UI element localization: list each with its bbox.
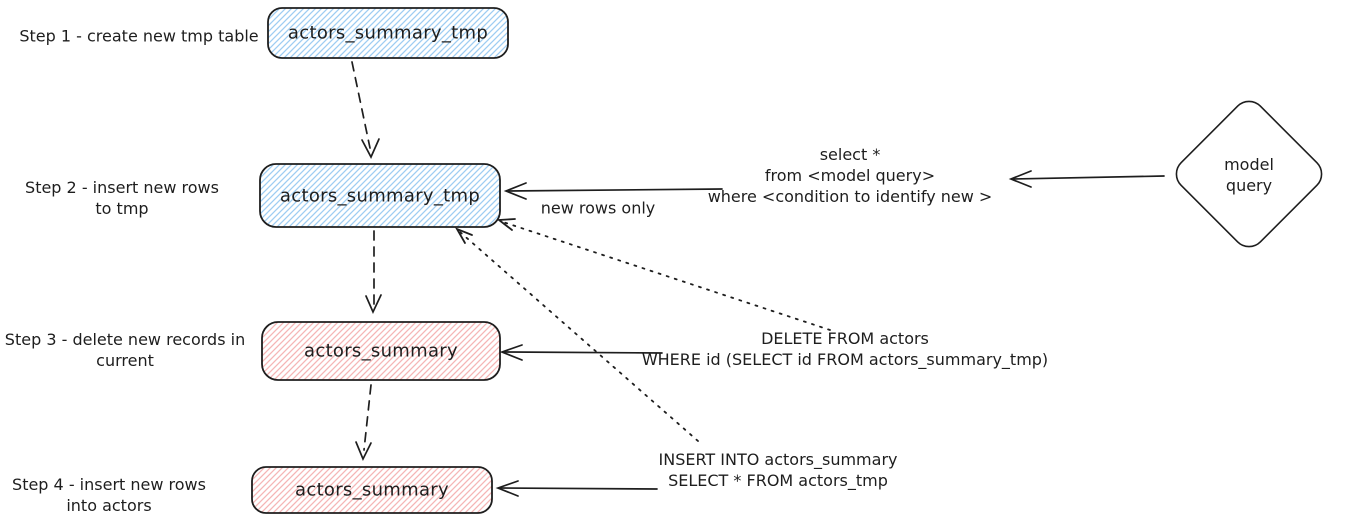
step2-box-label: actors_summary_tmp — [279, 185, 481, 207]
delete-sql-text: DELETE FROM actors WHERE id (SELECT id F… — [641, 329, 1049, 369]
step3-box — [261, 321, 501, 381]
arrow-step1-to-step2 — [351, 61, 380, 159]
insert-sql-text: INSERT INTO actors_summary SELECT * FROM… — [658, 450, 898, 490]
model-query-label: model query — [1224, 155, 1274, 195]
step4-box-label: actors_summary — [295, 479, 449, 501]
step3-box-label: actors_summary — [304, 340, 458, 362]
model-query-diamond — [1175, 100, 1323, 248]
arrow-model-query-to-select — [1008, 170, 1165, 188]
arrow-step2-to-step3 — [365, 230, 382, 315]
dotted-arrow-insert-sql-to-tmp — [454, 227, 699, 442]
new-rows-only-label: new rows only — [540, 198, 656, 218]
step4-box — [251, 466, 493, 514]
step1-box — [267, 7, 509, 59]
arrow-step3-to-step4 — [355, 384, 372, 462]
step2-box — [259, 163, 501, 228]
step2-label: Step 2 - insert new rows to tmp — [25, 178, 219, 218]
dotted-arrow-delete-sql-to-tmp — [496, 218, 831, 331]
step1-box-label: actors_summary_tmp — [287, 22, 489, 44]
select-query-text: select * from <model query> where <condi… — [707, 144, 993, 206]
arrow-select-query-to-step2 — [503, 182, 723, 200]
step3-label: Step 3 - delete new records in current — [4, 330, 246, 370]
step1-label: Step 1 - create new tmp table — [19, 26, 259, 46]
arrow-insert-sql-to-step4 — [495, 480, 658, 497]
arrow-delete-sql-to-step3 — [499, 344, 663, 361]
step4-label: Step 4 - insert new rows into actors — [12, 475, 206, 515]
